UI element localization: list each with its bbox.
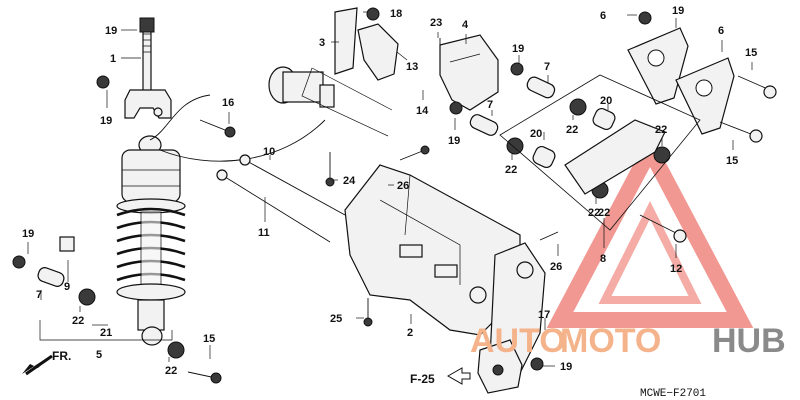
callout-19: 19 xyxy=(100,115,112,127)
callout-17: 17 xyxy=(538,309,550,321)
diagram-code: MCWE−F2701 xyxy=(640,388,706,400)
watermark-hub: HUB xyxy=(712,322,786,360)
callout-26: 26 xyxy=(550,261,562,273)
callout-8: 8 xyxy=(600,253,606,265)
callout-19: 19 xyxy=(22,228,34,240)
callout-25: 25 xyxy=(330,313,342,325)
callout-19: 19 xyxy=(448,135,460,147)
callout-3: 3 xyxy=(319,37,325,49)
watermark-moto: MOTO xyxy=(560,322,661,360)
callout-20: 20 xyxy=(530,128,542,140)
callout-labels: 19 1 19 16 18 3 13 14 23 4 19 7 19 7 6 1… xyxy=(22,5,757,377)
preload-adjuster xyxy=(268,66,393,137)
callout-7: 7 xyxy=(544,61,550,73)
callout-22: 22 xyxy=(72,315,84,327)
long-bolts xyxy=(216,154,346,243)
callout-24: 24 xyxy=(343,175,356,187)
callout-19: 19 xyxy=(560,361,572,373)
rear-shock-absorber xyxy=(116,17,326,346)
callout-22: 22 xyxy=(588,207,600,219)
callout-26: 26 xyxy=(397,180,409,192)
watermark-auto: AUTO xyxy=(470,322,566,360)
callout-19: 6 xyxy=(600,10,606,22)
callout-2: 2 xyxy=(407,327,413,339)
front-label: FR. xyxy=(52,349,71,363)
figure-reference: F-25 xyxy=(410,367,471,386)
callout-14: 14 xyxy=(416,105,429,117)
callout-11: 11 xyxy=(258,227,270,239)
figure-reference-label: F-25 xyxy=(410,372,435,386)
callout-18: 18 xyxy=(390,8,402,20)
leader-lines xyxy=(27,11,753,367)
callout-22: 22 xyxy=(165,365,177,377)
callout-6: 6 xyxy=(718,25,724,37)
link-plates xyxy=(627,27,735,135)
watermark-triangle xyxy=(546,132,754,328)
callout-7: 7 xyxy=(487,99,493,111)
pivot-bracket xyxy=(344,164,546,374)
callout-12: 12 xyxy=(670,263,682,275)
callout-6: 19 xyxy=(672,5,684,17)
callout-5: 5 xyxy=(96,349,102,361)
callout-22: 22 xyxy=(655,124,667,136)
callout-1: 1 xyxy=(110,53,116,65)
callout-22: 22 xyxy=(598,207,610,219)
callout-22: 22 xyxy=(505,164,517,176)
callout-10: 10 xyxy=(263,146,275,158)
lower-bracket xyxy=(477,339,523,394)
shock-link-arm xyxy=(499,74,701,231)
link-cover xyxy=(439,34,499,111)
collars xyxy=(37,76,671,359)
callout-4: 4 xyxy=(462,19,469,31)
mount-bracket xyxy=(334,7,399,81)
callout-15: 15 xyxy=(203,333,215,345)
bolts xyxy=(12,11,777,384)
watermark-text: AUTO MOTO HUB xyxy=(470,322,786,360)
callout-9: 9 xyxy=(64,281,70,293)
callout-15: 15 xyxy=(726,155,738,167)
front-direction-arrow: FR. xyxy=(22,349,71,376)
callout-19: 19 xyxy=(512,43,524,55)
callout-22: 22 xyxy=(566,124,578,136)
callout-20: 20 xyxy=(600,95,612,107)
callout-21: 21 xyxy=(100,327,112,339)
callout-15: 15 xyxy=(745,47,757,59)
callout-13: 13 xyxy=(406,61,418,73)
callout-23: 23 xyxy=(430,17,442,29)
callout-16: 16 xyxy=(222,97,234,109)
callout-19: 19 xyxy=(105,25,117,37)
callout-7: 7 xyxy=(36,289,42,301)
